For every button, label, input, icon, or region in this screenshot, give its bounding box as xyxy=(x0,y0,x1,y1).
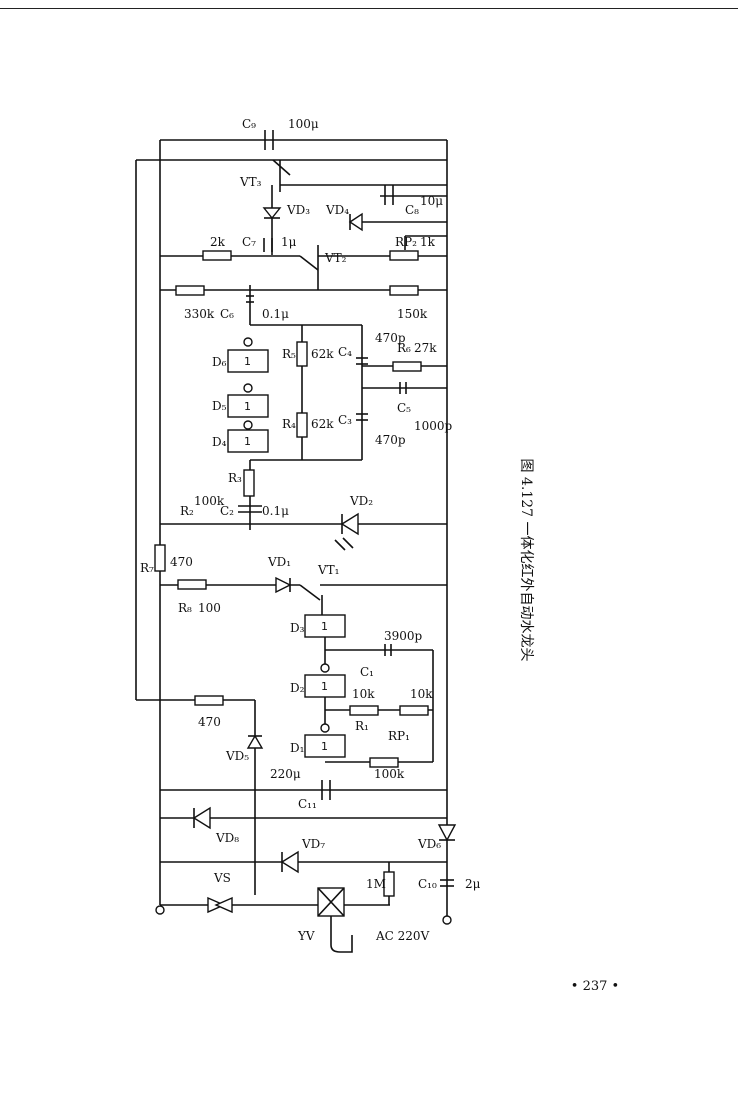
label-r-1m: 1M xyxy=(366,877,386,891)
label-c6: C₆ xyxy=(220,307,234,321)
label-vd8: VD₈ xyxy=(215,831,239,845)
label-r4-value: 62k xyxy=(311,417,334,431)
label-c8: C₈ xyxy=(405,203,419,217)
label-r5-value: 62k xyxy=(311,347,334,361)
label-vd5: VD₅ xyxy=(225,749,249,763)
gate-d3-label: 1 xyxy=(321,620,328,633)
label-r7-value: 470 xyxy=(170,555,193,569)
label-vd4: VD₄ xyxy=(325,203,349,217)
label-c4: C₄ xyxy=(338,345,352,359)
top-rule xyxy=(0,8,738,9)
label-c11: C₁₁ xyxy=(298,797,317,811)
label-c2: C₂ xyxy=(220,504,234,518)
section-power xyxy=(155,780,457,953)
label-vd6: VD₆ xyxy=(417,837,441,851)
section-oscillator: 1 1 1 xyxy=(227,324,447,530)
label-rp1: RP₁ xyxy=(388,729,410,743)
label-d4: D₄ xyxy=(212,435,227,449)
label-r1: R₁ xyxy=(355,719,369,733)
label-d5: D₅ xyxy=(212,399,227,413)
gate-d1-label: 1 xyxy=(321,740,328,753)
section-vt2 xyxy=(160,235,447,290)
section-bias xyxy=(160,285,447,325)
label-r8: R₈ xyxy=(178,601,192,615)
label-ac: AC 220V xyxy=(375,929,430,943)
label-d2: D₂ xyxy=(290,681,305,695)
label-vd7: VD₇ xyxy=(301,837,325,851)
gate-d5-label: 1 xyxy=(244,400,251,413)
label-vt1: VT₁ xyxy=(317,563,339,577)
section-vt3 xyxy=(262,130,447,255)
label-vd3: VD₃ xyxy=(286,203,310,217)
label-r2: R₂ xyxy=(180,504,194,518)
label-r-330k: 330k xyxy=(184,307,215,321)
label-c9-value: 100μ xyxy=(288,117,319,131)
section-receiver xyxy=(160,512,447,551)
label-r-2k: 2k xyxy=(210,235,226,249)
label-vd2: VD₂ xyxy=(349,494,373,508)
label-d3: D₃ xyxy=(290,621,305,635)
component-labels: C₉ 100μ VT₃ VD₃ VD₄ C₈ 10μ C₇ 1μ 2k RP₂ … xyxy=(140,117,481,943)
label-vt3: VT₃ xyxy=(239,175,262,189)
label-r7: R₇ xyxy=(140,561,154,575)
label-vd1: VD₁ xyxy=(267,555,291,569)
label-c1: C₁ xyxy=(360,665,374,679)
label-c1-value: 3900p xyxy=(384,629,423,643)
label-c3: C₃ xyxy=(338,413,352,427)
label-r3: R₃ xyxy=(228,471,242,485)
label-r5: R₅ xyxy=(282,347,296,361)
label-c2-value: 0.1μ xyxy=(262,504,289,518)
label-c7: C₇ xyxy=(242,235,256,249)
label-r6-value: 27k xyxy=(414,341,437,355)
page-number: • 237 • xyxy=(571,979,619,994)
label-c5: C₅ xyxy=(397,401,411,415)
label-rp1-value: 10k xyxy=(410,687,433,701)
label-d1: D₁ xyxy=(290,741,304,755)
label-rp2: RP₂ xyxy=(395,235,417,249)
label-vs: VS xyxy=(213,871,231,885)
label-rp2-value: 1k xyxy=(420,235,436,249)
section-timer: 1 1 1 xyxy=(304,614,434,768)
figure-caption: 图 4.127 一体化红外自动水龙头 xyxy=(518,459,534,662)
gate-d4-label: 1 xyxy=(244,435,251,448)
label-c3-value: 470p xyxy=(375,433,406,447)
label-r2-value: 100k xyxy=(194,494,225,508)
label-c8-value: 10μ xyxy=(420,194,443,208)
label-c6-value: 0.1μ xyxy=(262,307,289,321)
gate-d6-label: 1 xyxy=(244,355,251,368)
label-c7-value: 1μ xyxy=(281,235,297,249)
label-r1-value: 10k xyxy=(352,687,375,701)
label-r4: R₄ xyxy=(282,417,296,431)
label-r6: R₆ xyxy=(397,341,411,355)
label-c4-value: 470p xyxy=(375,331,406,345)
gate-d2-label: 1 xyxy=(321,680,328,693)
label-yv: YV xyxy=(297,929,315,943)
label-r-470b: 470 xyxy=(198,715,221,729)
label-c10: C₁₀ xyxy=(418,877,437,891)
label-c5-value: 1000p xyxy=(414,419,453,433)
label-c11-value: 220μ xyxy=(270,767,301,781)
section-transmitter xyxy=(154,544,447,615)
label-r-150k: 150k xyxy=(397,307,428,321)
label-c9: C₉ xyxy=(242,117,256,131)
label-r8-value: 100 xyxy=(198,601,221,615)
label-vt2: VT₂ xyxy=(324,251,347,265)
label-c10-value: 2μ xyxy=(465,877,481,891)
label-d6: D₆ xyxy=(212,355,227,369)
label-r-100k: 100k xyxy=(374,767,405,781)
